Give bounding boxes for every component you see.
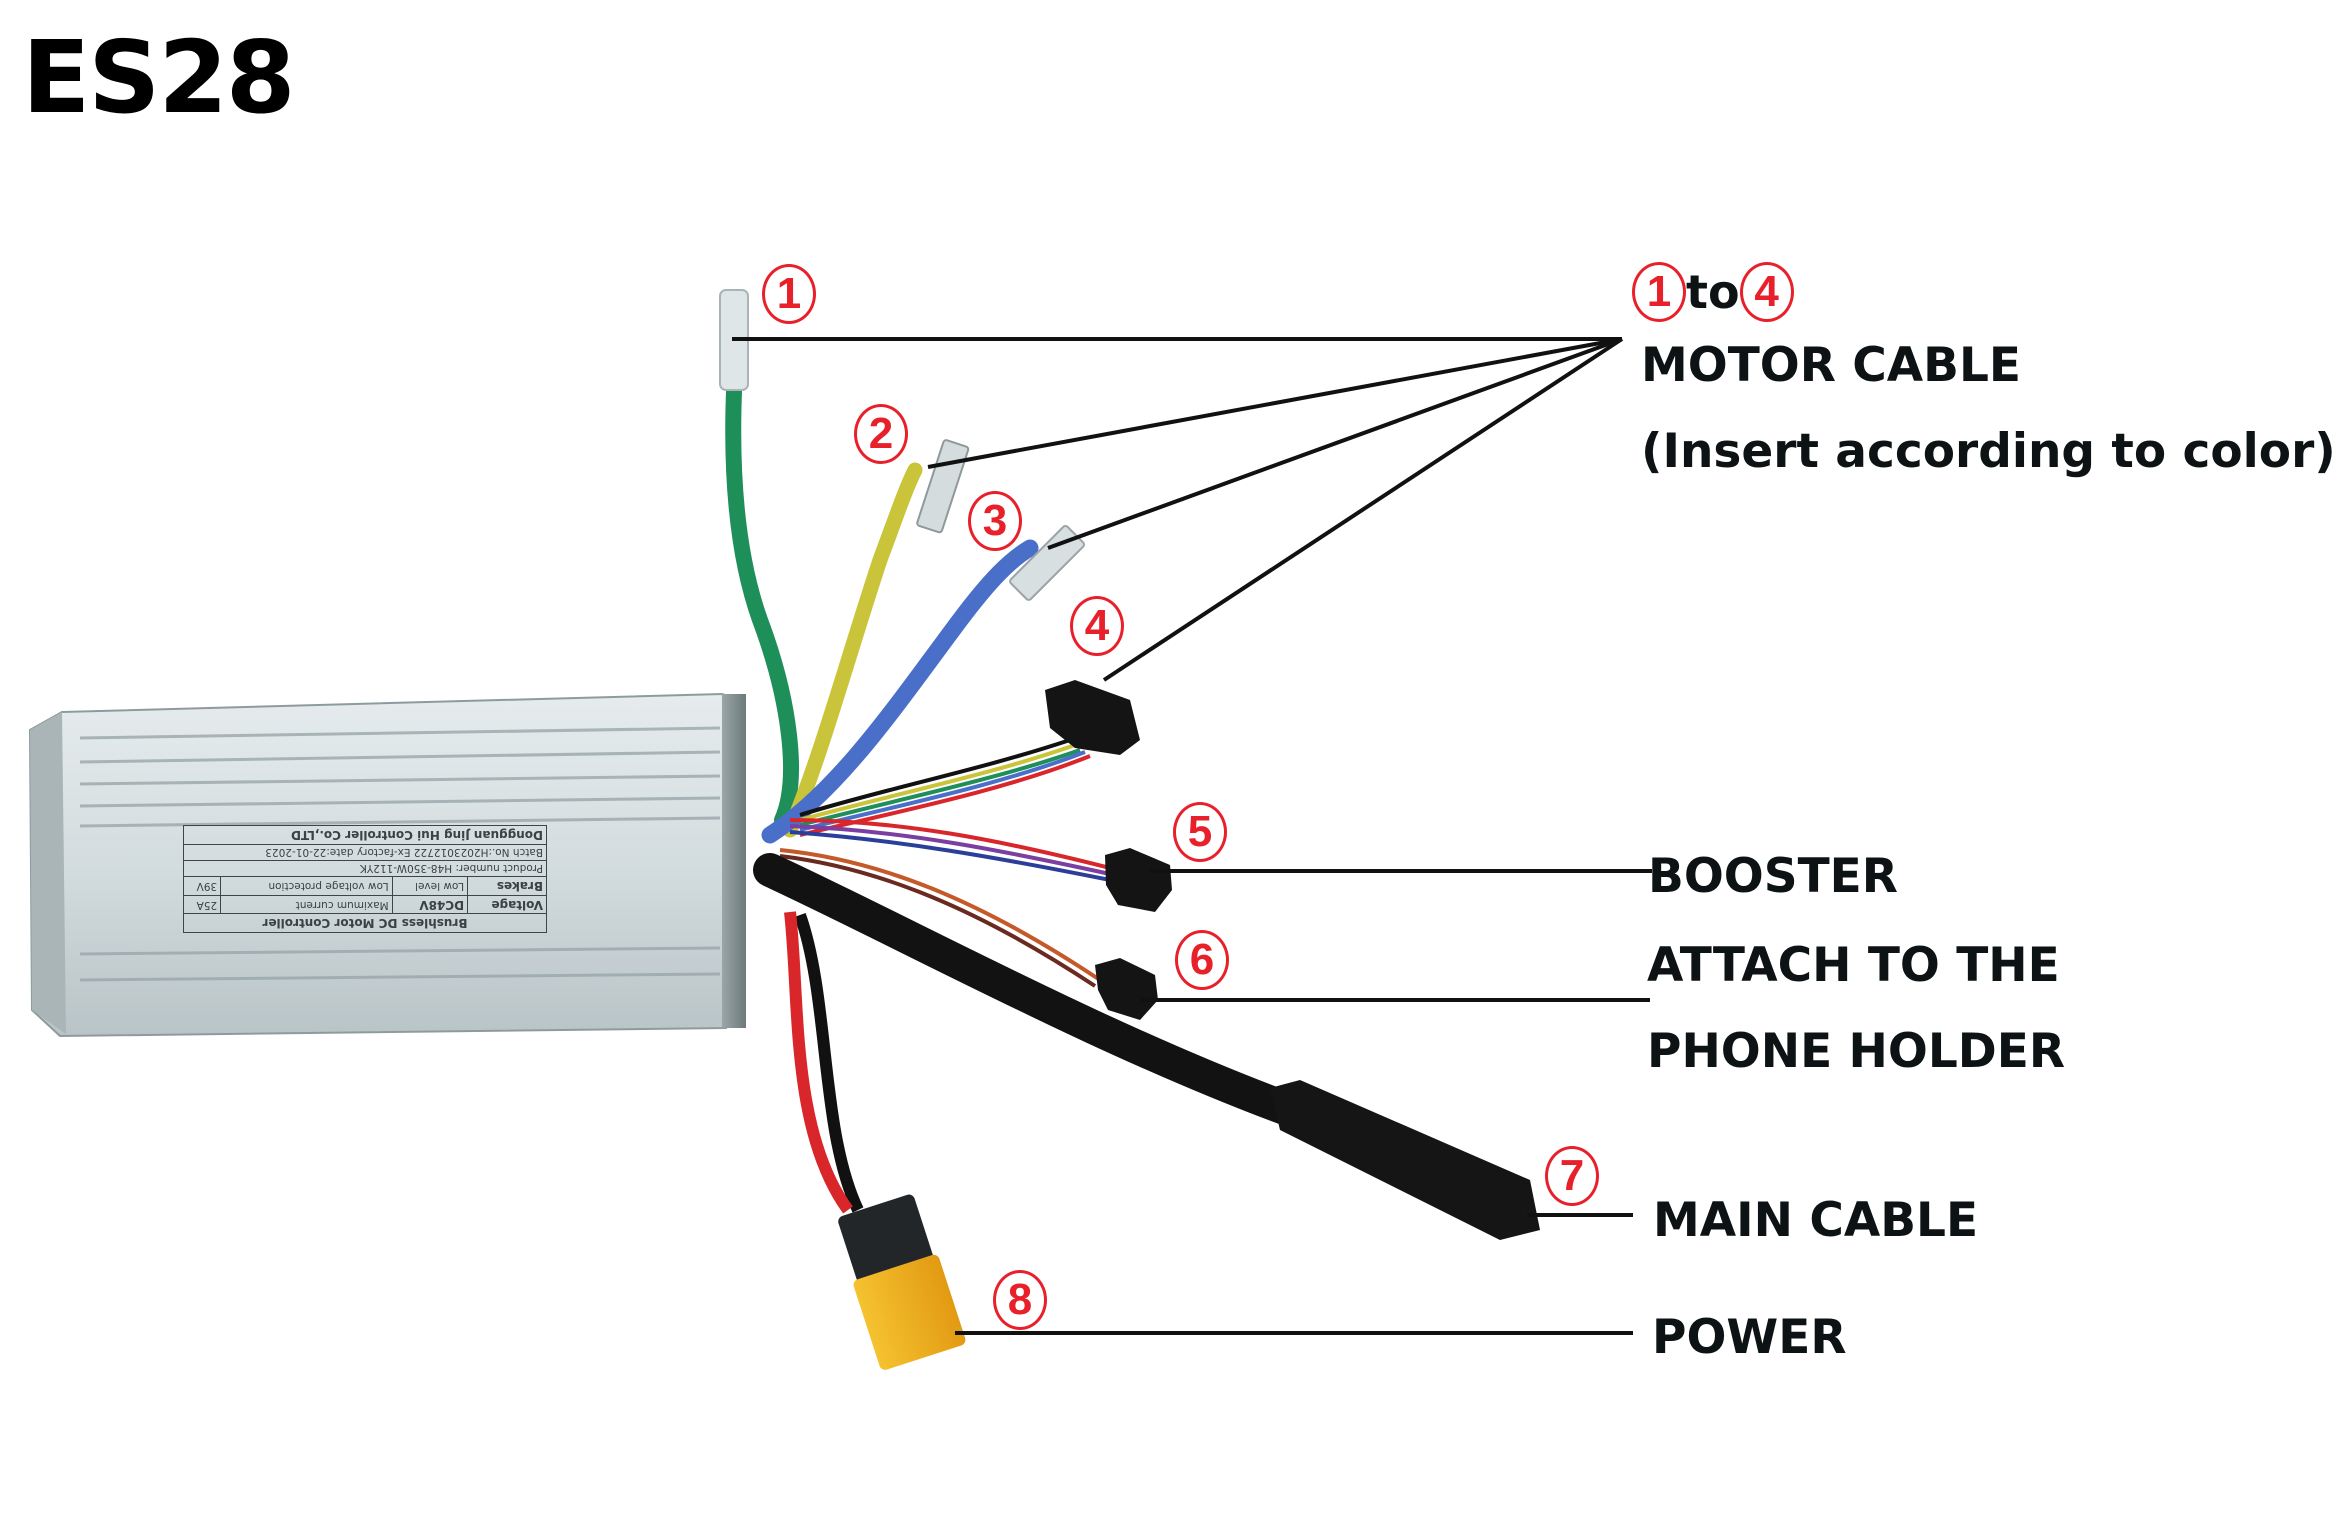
power-connector xyxy=(838,1194,966,1370)
range-from-badge: 1 xyxy=(1632,262,1686,322)
main-cable-label: MAIN CABLE xyxy=(1653,1193,1979,1248)
controller-spec-sticker: Brushless DC Motor Controller Voltage DC… xyxy=(183,825,547,933)
sticker-product-number: Product number: H48-350W-112YK xyxy=(183,860,547,877)
sticker-header: Brushless DC Motor Controller xyxy=(183,913,547,933)
leader-4 xyxy=(1102,337,1624,682)
wire-blue xyxy=(761,539,1039,844)
motor-cable-note: (Insert according to color) xyxy=(1641,424,2336,479)
sticker-cell: DC48V xyxy=(392,895,468,914)
power-label: POWER xyxy=(1652,1310,1847,1365)
terminal-2 xyxy=(916,439,970,534)
main-cable-connector xyxy=(1270,1080,1540,1240)
connector-4 xyxy=(1045,680,1140,755)
range-to-badge: 4 xyxy=(1739,262,1794,322)
motor-cable-label: MOTOR CABLE xyxy=(1641,338,2022,393)
callout-1: 1 xyxy=(762,264,816,324)
controller-housing xyxy=(28,692,746,1038)
leader-2 xyxy=(927,337,1623,469)
phone-holder-label-line1: ATTACH TO THE xyxy=(1647,938,2060,993)
callout-4: 4 xyxy=(1070,596,1124,656)
hall-wires xyxy=(799,738,1091,837)
sticker-cell: Brakes xyxy=(467,876,547,896)
model-title: ES28 xyxy=(22,19,295,136)
leader-lines xyxy=(732,337,1652,1335)
sticker-cell: Voltage xyxy=(467,895,547,914)
connector-6 xyxy=(1095,958,1158,1020)
wire-green xyxy=(725,362,799,828)
phone-holder-label-line2: PHONE HOLDER xyxy=(1647,1024,2066,1079)
callout-8: 8 xyxy=(993,1270,1047,1330)
wire-yellow xyxy=(782,462,923,838)
connector-5 xyxy=(1105,848,1172,912)
sticker-cell: 25A xyxy=(183,895,221,914)
range-word: to xyxy=(1686,265,1740,319)
sticker-cell: Low voltage protection xyxy=(220,876,393,896)
callout-7: 7 xyxy=(1545,1146,1599,1206)
callout-3: 3 xyxy=(968,491,1022,551)
terminal-3 xyxy=(1009,524,1086,601)
sticker-batch: Batch No.:H2023012722 Ex-factory date:22… xyxy=(183,844,547,861)
sticker-cell: 39V xyxy=(183,876,221,896)
sticker-cell: Low level xyxy=(392,876,468,896)
callout-5: 5 xyxy=(1173,802,1227,862)
sticker-maker: Dongguan Jing Hui Controller Co.,LTD xyxy=(183,825,547,845)
booster-label: BOOSTER xyxy=(1648,849,1898,904)
main-cable xyxy=(753,853,1307,1127)
callout-6: 6 xyxy=(1175,930,1229,990)
sticker-cell: Maximum current xyxy=(220,895,393,914)
callout-2: 2 xyxy=(854,404,908,464)
leader-3 xyxy=(1047,337,1623,550)
